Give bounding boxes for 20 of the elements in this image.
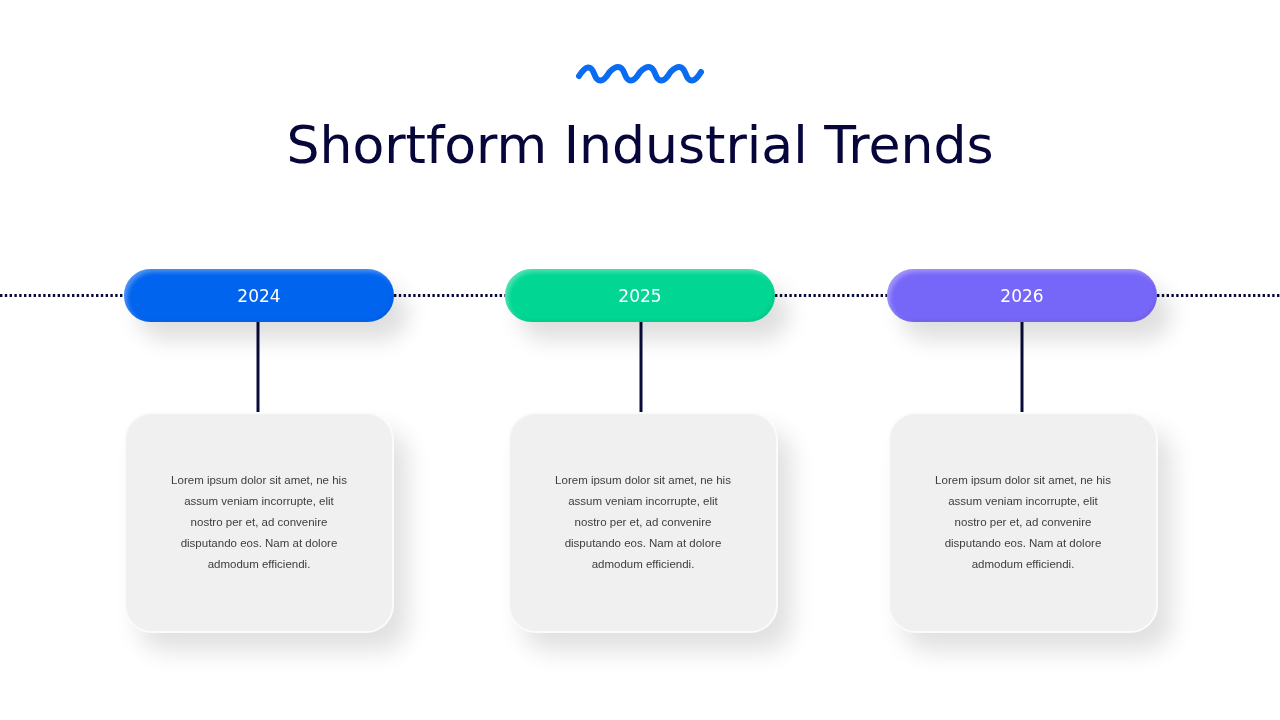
year-label: 2025 xyxy=(618,285,662,306)
text-card xyxy=(124,412,394,633)
year-pill xyxy=(505,269,775,322)
connector-line xyxy=(639,322,643,412)
year-pill xyxy=(887,269,1157,322)
card-text: Lorem ipsum dolor sit amet, ne his assum veniam incorrupte, elit nostro per et, ad convenire disputando eos. Nam at dolore admodum efficiendi. xyxy=(935,473,1111,572)
dotted-timeline-line xyxy=(775,294,887,297)
year-label: 2024 xyxy=(237,285,281,306)
year-label: 2026 xyxy=(1000,285,1044,306)
connector-line xyxy=(1020,322,1024,412)
dotted-timeline-line xyxy=(1157,294,1280,297)
dotted-timeline-line xyxy=(394,294,505,297)
text-card xyxy=(888,412,1158,633)
title: Shortform Industrial Trends xyxy=(286,114,994,177)
dotted-timeline-line xyxy=(0,294,124,297)
year-pill xyxy=(124,269,394,322)
connector-line xyxy=(256,322,260,412)
card-text: Lorem ipsum dolor sit amet, ne his assum veniam incorrupte, elit nostro per et, ad convenire disputando eos. Nam at dolore admodum efficiendi. xyxy=(171,473,347,572)
card-text: Lorem ipsum dolor sit amet, ne his assum veniam incorrupte, elit nostro per et, ad convenire disputando eos. Nam at dolore admodum efficiendi. xyxy=(555,473,731,572)
text-card xyxy=(508,412,778,633)
